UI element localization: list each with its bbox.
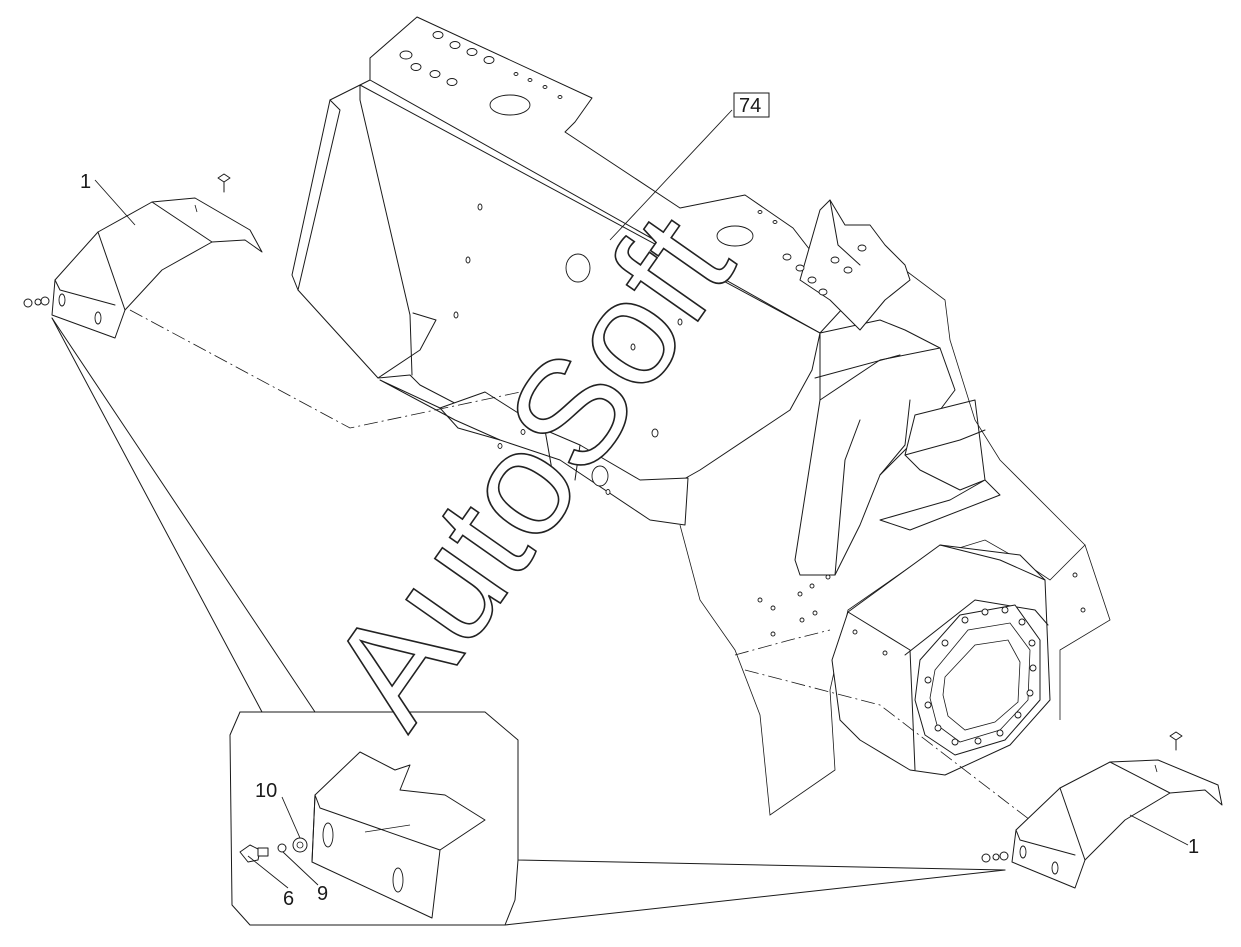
leader-lines bbox=[94, 109, 1189, 889]
fender-guard-left bbox=[23, 173, 263, 339]
detail-view bbox=[51, 317, 1006, 926]
callout-bolt: 6 bbox=[283, 888, 294, 910]
callout-guard-left: 1 bbox=[80, 171, 91, 193]
center-lines bbox=[129, 309, 1031, 821]
callout-lock-washer: 9 bbox=[317, 883, 328, 905]
callout-frame-box bbox=[733, 92, 770, 118]
callout-labels: 1 74 1 10 6 9 bbox=[80, 92, 1199, 910]
callout-frame: 74 bbox=[739, 95, 761, 117]
callout-washer: 10 bbox=[255, 780, 277, 802]
callout-guard-right: 1 bbox=[1188, 836, 1199, 858]
fender-guard-right bbox=[981, 731, 1223, 889]
drive-hub bbox=[831, 544, 1051, 776]
main-frame bbox=[291, 16, 1111, 816]
